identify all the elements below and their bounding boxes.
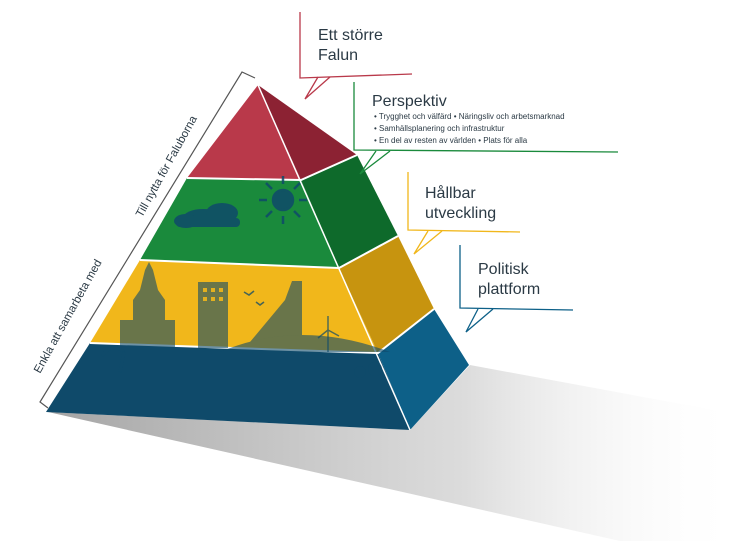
pyramid-tier-blue-side (378, 309, 469, 430)
callout-perspective-bullet-3: • En del av resten av världen • Plats fö… (374, 136, 528, 145)
person-icon (100, 346, 126, 373)
pyramid-tier-green-side (301, 155, 398, 268)
callout-top-line1: Ett större (318, 27, 383, 44)
callout-perspective-title: Perspektiv (372, 93, 447, 110)
outer-bracket (39, 71, 256, 409)
callout-perspective: Perspektiv • Trygghet och välfärd • Näri… (353, 82, 619, 175)
callout-perspective-bullet-1: • Trygghet och välfärd • Näringsliv och … (374, 112, 565, 121)
callout-perspective-bullet-2: • Samhällsplanering och infrastruktur (374, 124, 505, 133)
pyramid-tier-red-side (258, 85, 357, 180)
city-skyline-icon (120, 262, 390, 352)
callout-top-line2: Falun (318, 47, 358, 64)
sun-icon (259, 176, 307, 224)
callout-sustainable-line2: utveckling (425, 205, 496, 222)
pyramid-tier-yellow-side (339, 236, 434, 353)
callout-sustainable: Hållbar utveckling (407, 172, 521, 255)
callout-political-line2: plattform (478, 281, 540, 298)
callout-political-line1: Politisk (478, 261, 530, 278)
pyramid-tier-red-front (187, 85, 301, 180)
office-windows (203, 288, 223, 301)
pyramid-shadow (48, 365, 741, 541)
cloud-icon (174, 203, 240, 228)
callout-top: Ett större Falun (299, 12, 413, 100)
birds-icon (243, 290, 265, 306)
callout-political: Politisk plattform (459, 245, 574, 333)
trees-icon (354, 362, 382, 384)
callout-sustainable-line1: Hållbar (425, 184, 476, 202)
tier-seams (89, 84, 435, 431)
wind-turbine-icon (317, 316, 340, 352)
pyramid-tier-blue-front (46, 343, 410, 430)
